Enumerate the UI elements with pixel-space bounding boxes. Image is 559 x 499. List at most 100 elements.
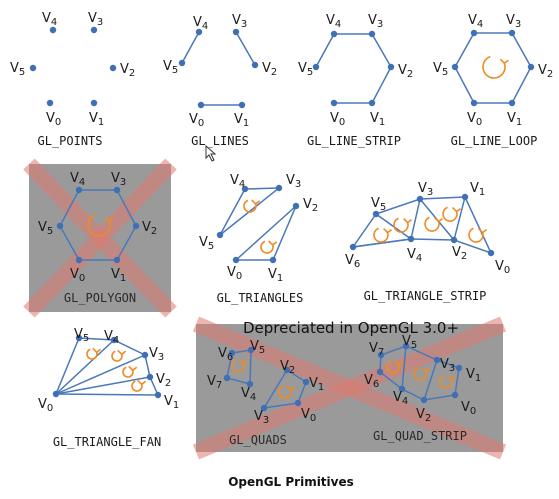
vertex-label: V1 [111, 267, 126, 284]
vertex-label: V0 [467, 111, 482, 128]
vertex [132, 222, 140, 230]
vertex [90, 99, 98, 107]
vertex-label: V6 [345, 253, 360, 270]
vertex [527, 63, 535, 71]
vertex [195, 28, 203, 36]
vertex [52, 390, 60, 398]
mouse-cursor-icon [205, 144, 217, 162]
vertex [330, 99, 338, 107]
vertex [451, 391, 459, 399]
triangle-b [234, 205, 297, 261]
vertex-label: V1 [470, 181, 485, 198]
vertex [368, 99, 376, 107]
edge-strip [315, 33, 392, 104]
edge [423, 359, 438, 401]
vertex [75, 186, 83, 194]
arrow-head [104, 216, 114, 223]
vertex [228, 349, 236, 357]
counter-clockwise-arrow-icon [439, 375, 453, 389]
vertex-label: V3 [418, 181, 433, 198]
vertex-label: V0 [189, 112, 204, 129]
vertex-label: V4 [230, 173, 245, 190]
caption: GL_QUADS [229, 433, 287, 447]
vertex [349, 243, 357, 251]
caption: GL_POLYGON [64, 291, 136, 305]
vertex [232, 256, 240, 264]
vertex-label: V5 [298, 61, 313, 78]
vertex [109, 64, 117, 72]
vertex-label: V4 [42, 11, 57, 28]
caption: GL_TRIANGLE_STRIP [364, 289, 487, 303]
vertex [302, 378, 310, 386]
vertex [433, 356, 441, 364]
edge-loop [454, 32, 532, 104]
vertex-label: V7 [207, 374, 222, 391]
vertex [56, 222, 64, 230]
vertex-label: V3 [111, 171, 126, 188]
counter-clockwise-arrow-icon [86, 348, 98, 360]
edge [352, 238, 412, 248]
vertex-label: V5 [163, 59, 178, 76]
vertex-label: V0 [301, 407, 316, 424]
vertex-label: V0 [495, 259, 510, 276]
arrow-head [251, 199, 261, 206]
vertex [330, 30, 338, 38]
vertex-label: V5 [433, 61, 448, 78]
vertex [377, 351, 385, 359]
vertex [46, 99, 54, 107]
vertex-label: V3 [88, 11, 103, 28]
vertex [246, 380, 254, 388]
vertex [113, 256, 121, 264]
strip-outline [351, 196, 493, 255]
vertex [387, 63, 395, 71]
vertex [141, 351, 149, 359]
vertex [508, 99, 516, 107]
vertex [283, 366, 291, 374]
vertex-label: V2 [156, 372, 171, 389]
vertex-label: V0 [38, 397, 53, 414]
counter-clockwise-arrow-icon [482, 55, 506, 79]
vertex [398, 385, 406, 393]
vertex-label: V0 [70, 267, 85, 284]
vertex [113, 186, 121, 194]
vertex [420, 396, 428, 404]
vertex [402, 342, 410, 350]
arrow-head [92, 347, 102, 354]
vertex [29, 64, 37, 72]
vertex [275, 184, 283, 192]
arrow-head [239, 359, 249, 366]
vertex-label: V2 [416, 407, 431, 424]
edge [453, 196, 466, 241]
vertex-label: V1 [234, 112, 249, 129]
counter-clockwise-arrow-icon [260, 240, 274, 254]
counter-clockwise-arrow-icon [131, 380, 143, 392]
arrow-head [268, 240, 278, 247]
vertex-label: V2 [142, 220, 157, 237]
fan-edge [55, 354, 146, 395]
caption: GL_POINTS [37, 134, 102, 148]
vertex [269, 256, 277, 264]
arrow-head [128, 365, 138, 372]
vertex-label: V4 [393, 390, 408, 407]
vertex-label: V5 [199, 235, 214, 252]
counter-clockwise-arrow-icon [231, 359, 245, 373]
vertex [312, 63, 320, 71]
red-cross-icon [192, 316, 507, 460]
arrow-head [447, 375, 457, 382]
vertex-label: V3 [254, 409, 269, 426]
vertex [372, 210, 380, 218]
panel-deprecated-quads: Depreciated in OpenGL 3.0+V0V1V2V3V4V5V6… [192, 316, 507, 460]
counter-clockwise-arrow-icon [413, 367, 427, 381]
page-title: OpenGL Primitives [228, 475, 354, 489]
vertex-label: V1 [309, 376, 324, 393]
fan-edge [55, 376, 151, 395]
figure-title: OpenGL Primitives [228, 475, 354, 489]
vertex-label: V5 [250, 339, 265, 356]
vertex [238, 101, 246, 109]
counter-clockwise-arrow-icon [278, 385, 292, 399]
vertex [294, 399, 302, 407]
caption: GL_LINE_LOOP [451, 134, 538, 148]
